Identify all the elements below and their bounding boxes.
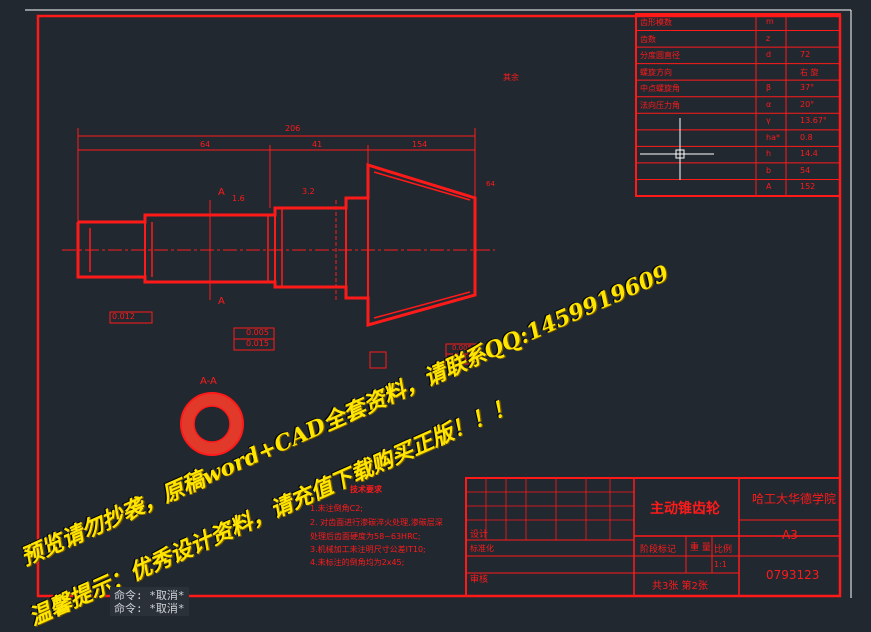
- param-value: 13.67°: [800, 116, 827, 126]
- design-label: 设计: [470, 530, 489, 540]
- param-value: 右 旋: [800, 67, 819, 77]
- section-label: A-A: [200, 376, 217, 387]
- param-symbol: m: [766, 17, 774, 26]
- surface-note: 其余: [503, 73, 519, 82]
- cut-mark-top: A: [218, 187, 225, 198]
- tech-line-4: 3.机械加工未注明尺寸公差IT10;: [310, 545, 426, 554]
- drawing-code: 0793123: [766, 568, 820, 582]
- dim-overall: 206: [285, 124, 301, 133]
- dim-d2: 41: [312, 140, 323, 149]
- scale-value: 1:1: [714, 560, 727, 569]
- param-symbol: β: [766, 83, 772, 93]
- runout-1: 0.012: [112, 312, 135, 321]
- param-symbol: γ: [766, 116, 771, 126]
- tech-title: 技术要求: [350, 485, 382, 494]
- dim-d1: 64: [200, 140, 211, 149]
- dim-d3: 154: [412, 140, 428, 149]
- runout-4: 0.005: [452, 344, 473, 352]
- param-symbol: A: [766, 182, 772, 192]
- param-value: 37°: [800, 83, 815, 93]
- param-value: 54: [800, 165, 811, 175]
- param-name: 中点螺旋角: [640, 84, 680, 94]
- cut-mark-bottom: A: [218, 296, 225, 307]
- roughness-3-2: 3.2: [302, 187, 315, 196]
- runout-3: 0.015: [246, 339, 269, 348]
- check-label: 审核: [470, 575, 489, 585]
- tech-line-3: 处理后齿面硬度为58~63HRC;: [310, 532, 421, 541]
- param-name: 螺旋方向: [640, 67, 672, 77]
- gear-parameter-table: [635, 13, 841, 197]
- dimension-lines: [77, 128, 476, 300]
- section-view-aa: [180, 392, 244, 456]
- tolerance-frames: [109, 311, 477, 369]
- param-value: 152: [800, 182, 816, 192]
- param-symbol: b: [766, 165, 772, 175]
- title-block-grid: [465, 477, 841, 597]
- std-label: 标准化: [470, 544, 494, 553]
- param-name: 齿数: [640, 34, 656, 44]
- param-value: 72: [800, 50, 811, 60]
- tech-line-5: 4.未标注的倒角均为2x45;: [310, 558, 405, 567]
- school-name: 哈工大华德学院: [752, 492, 837, 506]
- param-value: 20°: [800, 99, 815, 109]
- runout-5: 0.015: [452, 354, 473, 362]
- drawing-border: [36, 14, 842, 598]
- part-name: 主动锥齿轮: [650, 501, 720, 517]
- runout-2: 0.005: [246, 328, 269, 337]
- param-name: 法向压力角: [640, 100, 680, 110]
- param-value: 14.4: [800, 149, 818, 159]
- tech-line-2: 2. 对齿面进行渗碳淬火处理,渗碳层深: [310, 518, 443, 527]
- param-symbol: z: [766, 33, 771, 43]
- param-symbol: α: [766, 99, 772, 109]
- weight-label: 重 量: [690, 543, 711, 553]
- sheet-size: A3: [782, 528, 798, 542]
- param-symbol: ha*: [766, 132, 780, 142]
- param-symbol: h: [766, 149, 772, 159]
- sheet-count: 共3张 第2张: [652, 581, 708, 592]
- command-history-2[interactable]: 命令: *取消*: [110, 600, 189, 616]
- tech-line-1: 1.未注倒角C2;: [310, 504, 364, 513]
- shaft-outline: [76, 162, 477, 327]
- param-value: 0.8: [800, 132, 813, 142]
- param-name: 齿形模数: [640, 18, 672, 27]
- param-symbol: d: [766, 50, 772, 60]
- cad-drawing-canvas[interactable]: [0, 0, 871, 610]
- param-name: 分度圆直径: [640, 51, 680, 61]
- cursor-crosshair: [640, 118, 714, 180]
- command-history-1: 命令: *取消*: [110, 587, 189, 603]
- dim-chamfer: 64: [486, 180, 495, 188]
- stage-label: 阶段标记: [640, 545, 677, 555]
- scale-label: 比例: [714, 545, 733, 555]
- roughness-1-6: 1.6: [232, 194, 245, 203]
